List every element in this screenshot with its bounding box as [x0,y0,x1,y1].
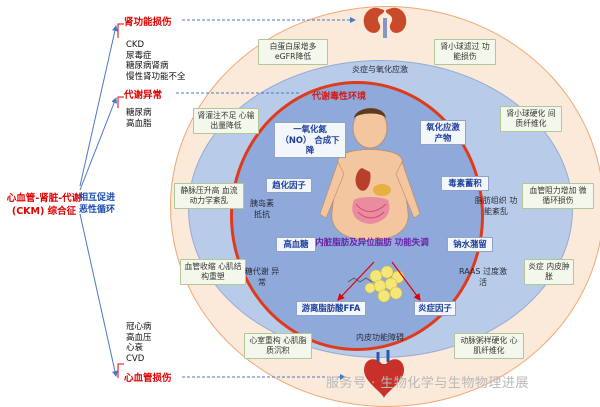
kidney-icon [363,7,407,38]
outer-box: 静脉压升高 血流动力学紊乱 [174,183,244,209]
outer-box: 白蛋白尿增多 eGFR降低 [258,39,328,65]
molecule-icon [347,277,373,283]
outer-box: 炎症 内皮肿胀 [524,259,574,285]
middle-text: 胰岛素 抵抗 [250,199,274,219]
ckm-syndrome-title: 心血管-肾脏-代谢(CKM) 综合征 [6,193,82,217]
outer-box: 血管收缩 心肌结构重塑 [180,259,246,285]
inner-label: 一氧化氮（NO） 合成下降 [274,122,346,158]
fat-cell-cluster-icon [364,265,405,303]
inner-label: 氧化应激 产物 [420,120,466,145]
cardiovascular-damage-heading: 心血管损伤 [124,373,172,384]
heart-icon [364,350,404,398]
metabolic-abnormality-heading: 代谢异常 [124,90,163,101]
mutual-promotion-label: 相互促进恶性循环 [79,193,116,215]
body-figure-icon [319,107,421,241]
outer-box: 心室重构 心肌脂质沉积 [244,333,312,359]
inner-label: 高血糖 [276,237,316,252]
list-item: 慢性肾功能不全 [126,71,186,82]
middle-text: 脂肪组织 功能紊乱 [474,196,518,216]
metabolic-list: 糖尿病 高血脂 [126,108,152,129]
outer-box: 肾灌注不足 心输出量降低 [193,108,259,134]
watermark-text: 服务号 · 生物化学与生物物理进展 [326,376,529,391]
inner-label: 炎症因子 [414,301,456,316]
list-item: CVD [126,353,145,364]
outer-box: 动脉粥样硬化 心肌纤维化 [454,333,524,359]
middle-text: RAAS 过度激活 [458,267,508,287]
inner-label: 钠水潴留 [447,237,493,252]
outer-box: 肾小球硬化 间质纤维化 [500,106,562,132]
inner-label: 游离脂肪酸FFA [296,301,366,316]
inflammation-oxidative-label: 炎症与氧化应激 [352,65,408,74]
outer-box: 血管阻力增加 微循环损伤 [522,183,594,209]
list-item: 尿毒症 [126,50,152,61]
inner-label: 趋化因子 [266,178,312,193]
list-item: 心衰 [126,343,144,353]
kidney-damage-heading: 肾功能损伤 [124,17,172,28]
outer-box: 肾小球滤过 功能损伤 [434,39,496,65]
list-item: 高血脂 [126,118,152,129]
inner-label: 毒素蓄积 [441,176,489,191]
list-item: 糖尿病肾病 [126,61,169,71]
list-item: 高血压 [126,332,152,343]
middle-text: 糖代谢 异常 [244,267,280,287]
list-item: 冠心病 [126,322,152,332]
cardio-list: 冠心病 高血压 心衰 CVD [126,322,152,364]
list-item: 糖尿病 [126,108,152,118]
kidney-list: CKD 尿毒症 糖尿病肾病 慢性肾功能不全 [126,40,186,82]
endothelial-dysfunction-label: 内皮功能障碍 [356,333,404,342]
visceral-fat-dysfunction-label: 内脏脂肪及异位脂肪 功能失调 [315,238,429,248]
metabolic-toxic-environment-title: 代谢毒性环境 [312,92,367,102]
list-item: CKD [126,40,145,50]
